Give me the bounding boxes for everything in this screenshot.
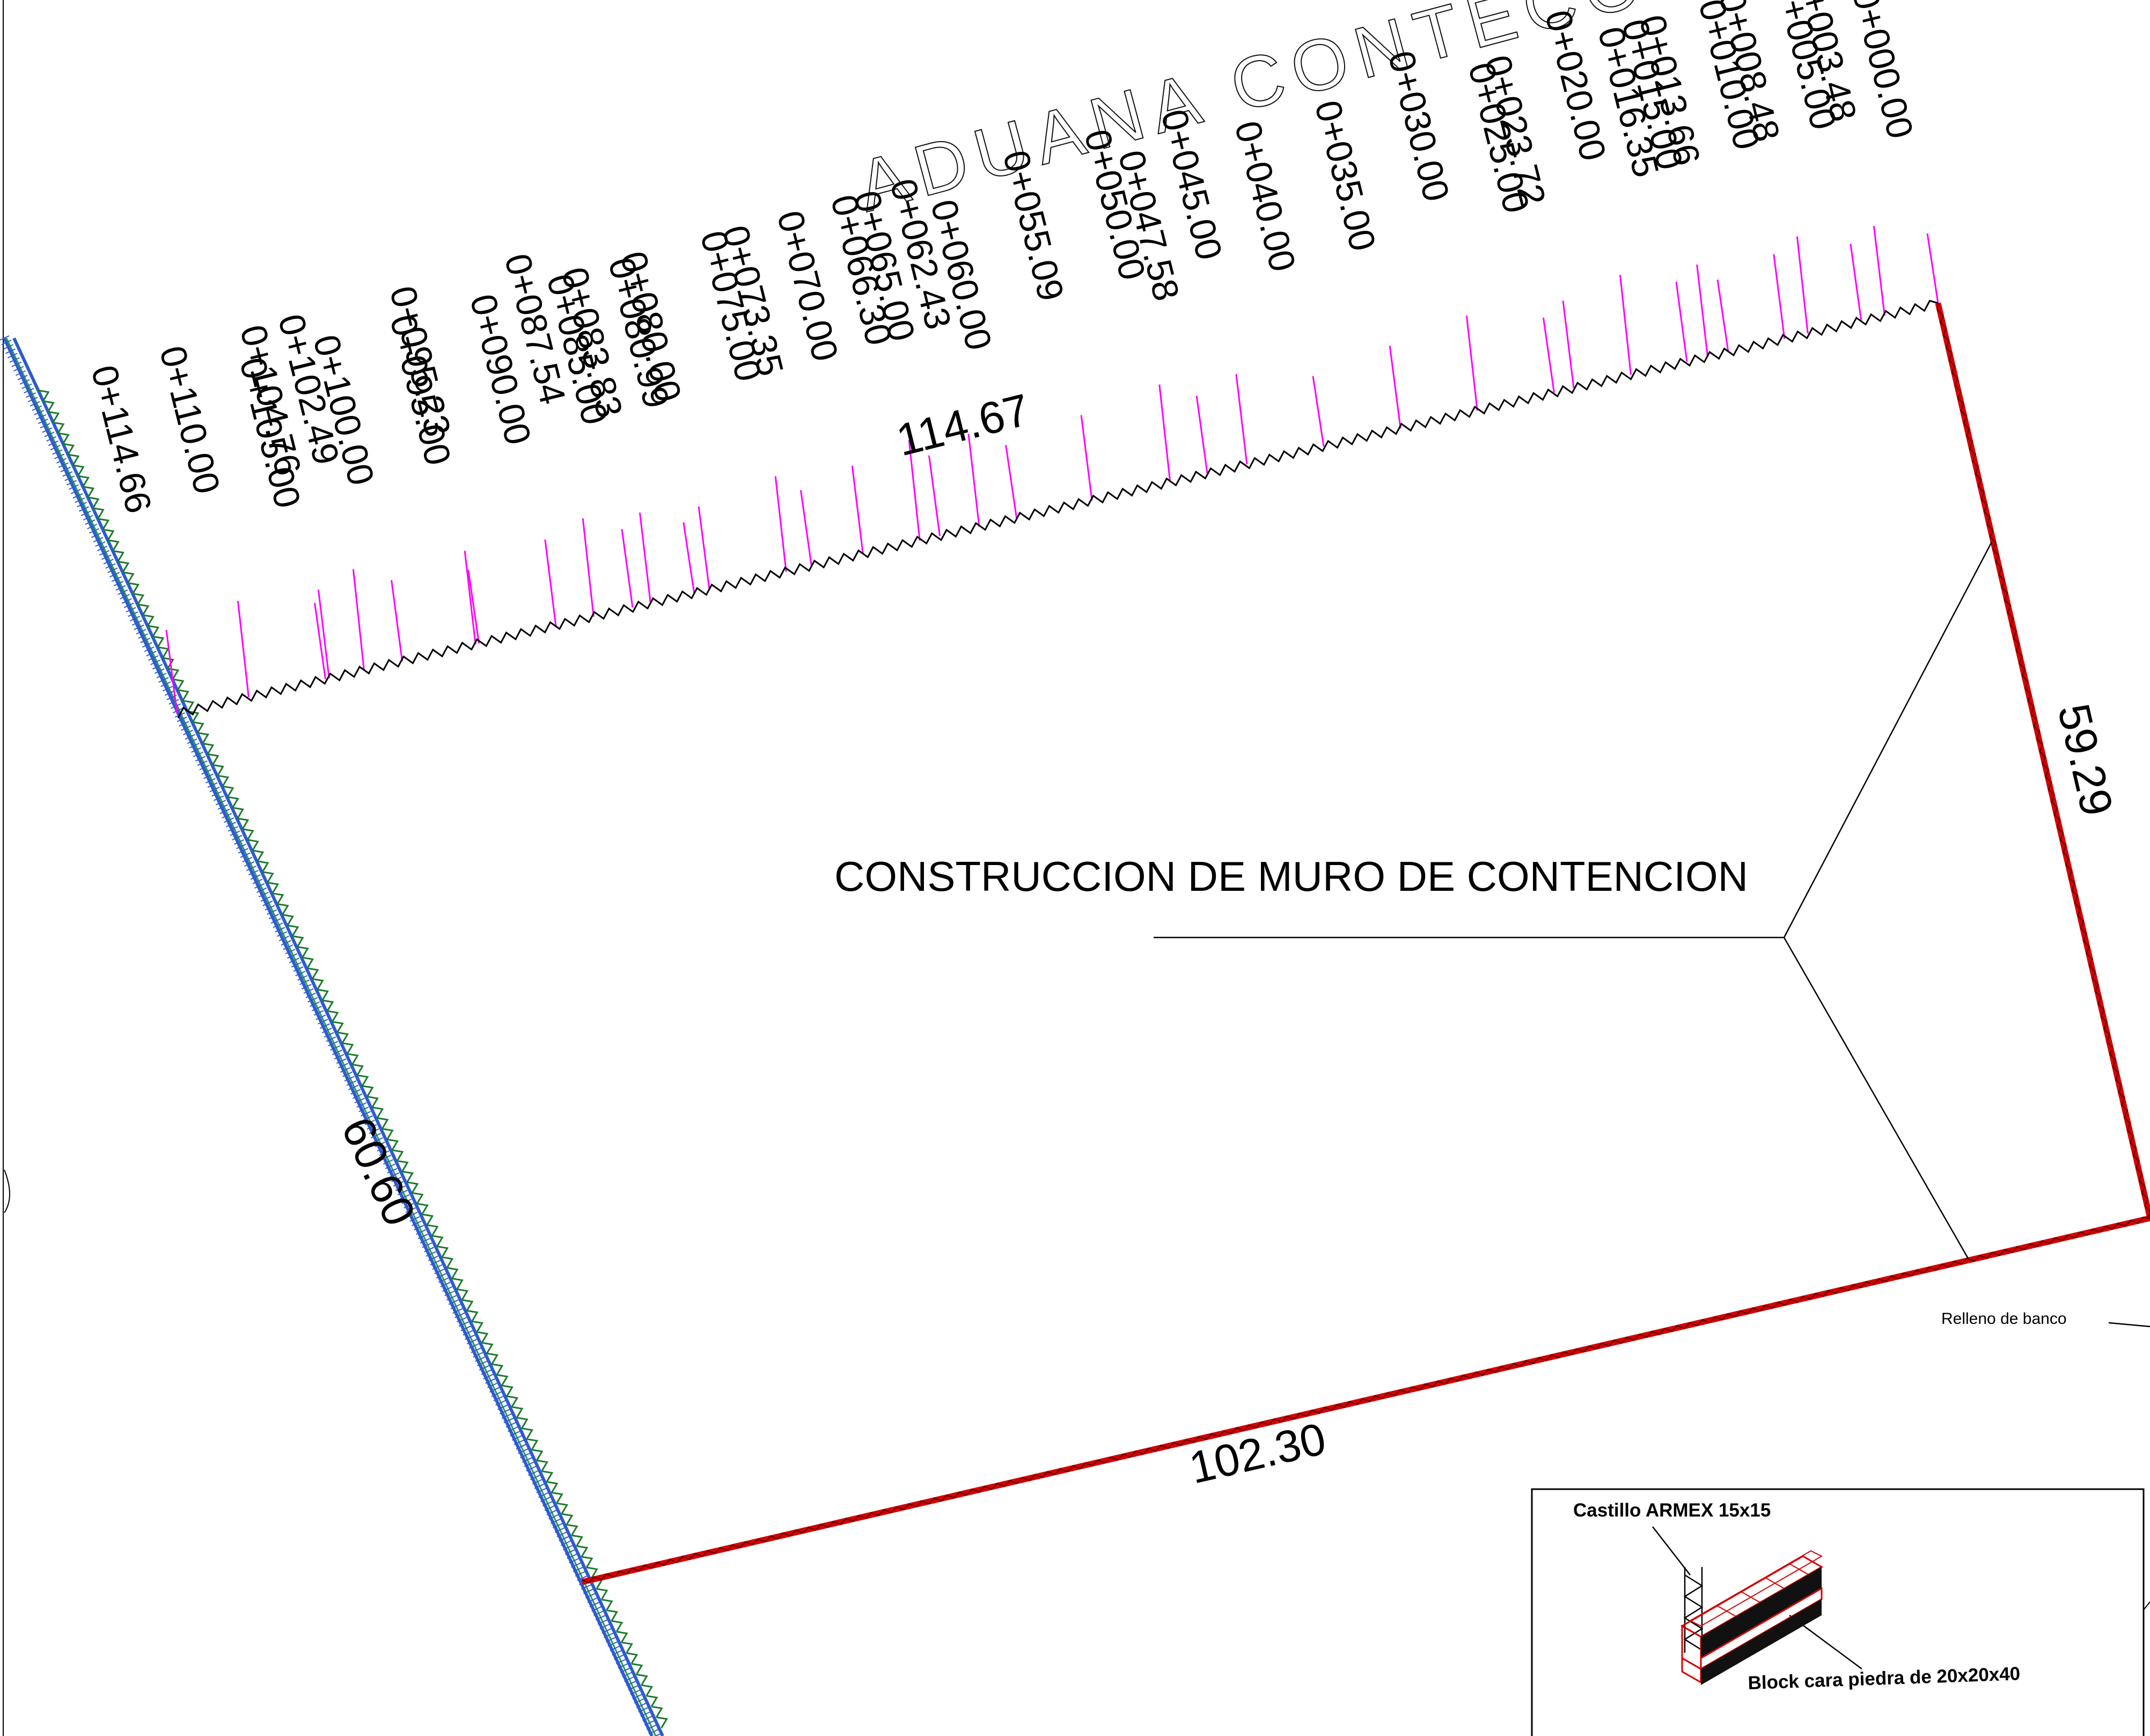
fill-note-leader [2108, 1322, 2150, 1328]
detail-leader-out [2143, 1601, 2150, 1610]
station-label: 0+040.00 [1227, 117, 1303, 275]
castillo-label: Castillo ARMEX 15x15 [1573, 1500, 1771, 1521]
block-label: Block cara piedra de 20x20x40 [1748, 1663, 2021, 1694]
station-tick [314, 603, 326, 679]
station-tick [1850, 244, 1862, 321]
station-tick [851, 465, 864, 554]
station-tick [1542, 317, 1555, 393]
station-label: 0+114.66 [83, 361, 159, 517]
station-tick [165, 629, 178, 714]
station-tick [317, 589, 330, 679]
station-tick [1005, 445, 1018, 518]
station-tick [1926, 233, 1939, 304]
frame-arc [4, 1169, 10, 1213]
station-label: 0+110.00 [152, 342, 228, 498]
station-tick [1716, 279, 1729, 353]
boundary-east-texture [1936, 303, 2150, 1219]
dimension-left: 60.60 [332, 1110, 425, 1233]
station-tick [1158, 384, 1171, 482]
fill-note: Relleno de banco [1941, 1310, 2067, 1328]
property-boundary [581, 302, 2150, 1585]
station-tick [1389, 346, 1401, 429]
west-band-blue-2 [12, 337, 664, 1736]
station-tick [582, 518, 595, 617]
station-tick [1312, 376, 1325, 447]
station-tick [639, 512, 651, 604]
station-tick [1773, 254, 1786, 339]
station-tick [1195, 395, 1208, 474]
station-tick [237, 600, 250, 698]
station-tick [799, 490, 812, 566]
station-tick [908, 440, 921, 541]
station-tick [1235, 374, 1248, 465]
station-tick [774, 476, 787, 572]
block-wall-icon [1680, 1550, 1824, 1685]
retaining-wall-zigzag [177, 299, 1939, 719]
west-band-blue-1 [3, 337, 654, 1736]
detail-frame [1531, 1488, 2145, 1736]
station-tick [1562, 301, 1575, 389]
boundary-south-texture [581, 1217, 2150, 1584]
station-tick [1080, 415, 1093, 501]
station-tick [1619, 275, 1632, 375]
station-tick [683, 522, 695, 594]
castillo-column-icon [1683, 1567, 1704, 1653]
west-boundary-band [0, 335, 668, 1736]
station-tick [928, 455, 941, 536]
station-tick [1675, 281, 1688, 362]
station-tick [698, 506, 710, 590]
station-tick [1696, 264, 1709, 357]
title-leaders [1154, 541, 2150, 1328]
station-tick [1873, 226, 1885, 316]
castillo-leader [1652, 1526, 1691, 1576]
leader-east [1783, 541, 1993, 938]
station-tick [1465, 316, 1478, 411]
station-tick [1796, 236, 1809, 334]
station-label: 0+035.00 [1307, 97, 1384, 255]
drawing-title: CONSTRUCCION DE MURO DE CONTENCION [834, 853, 1748, 900]
station-label: 0+000.00 [1844, 0, 1921, 143]
leader-south [1783, 937, 1969, 1259]
wall-detail-box: Castillo ARMEX 15x15 Block cara piedra d… [1531, 1488, 2150, 1736]
dimension-top: 114.67 [892, 384, 1034, 466]
dimension-right: 59.29 [2048, 699, 2123, 821]
station-tick [544, 539, 557, 626]
station-tick [467, 569, 480, 644]
station-tick [464, 551, 476, 644]
west-band-green [5, 338, 657, 1736]
station-tick [391, 580, 403, 662]
station-ticks [165, 226, 1939, 714]
station-tick [352, 569, 365, 670]
station-tick [621, 529, 634, 608]
station-tick [967, 434, 980, 527]
